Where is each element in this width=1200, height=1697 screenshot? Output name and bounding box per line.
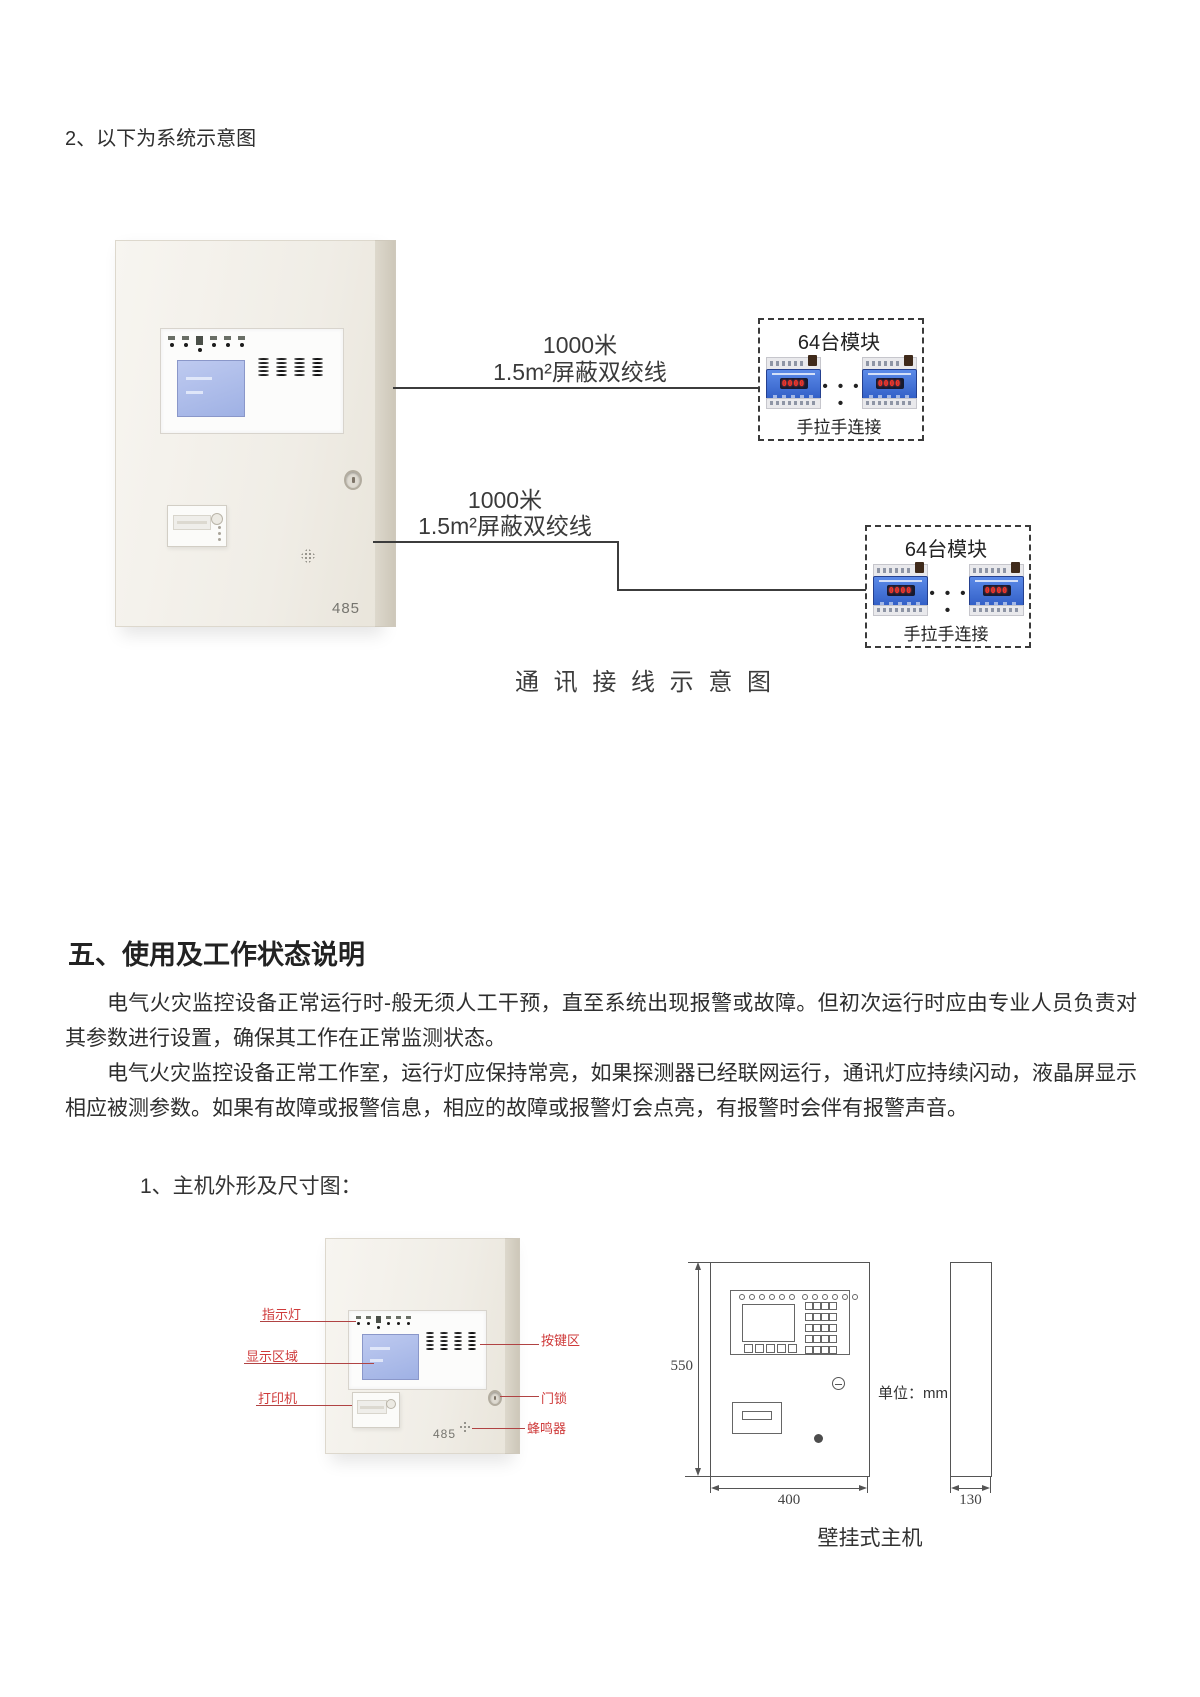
speaker-icon-small [459,1421,471,1433]
front-view-indicators [739,1294,858,1300]
module-group2-connection: 手拉手连接 [903,625,989,644]
front-view-keypad [805,1302,837,1354]
host-diagram-caption: 壁挂式主机 [817,1527,923,1550]
bus1-label: 1000米 1.5m²屏蔽双绞线 [455,332,705,386]
module-device: 0000 [766,355,821,409]
callout-line-indicator [260,1321,356,1322]
callout-line-buzzer [472,1428,525,1429]
panel-485-label-small: 485 [433,1427,457,1441]
ext-tick-side-right [990,1477,991,1493]
bus2-length: 1000米 [467,487,543,513]
indicator-lights [168,336,245,352]
dim-height-label: 550 [670,1358,694,1374]
module-device: 0000 [862,355,917,409]
module-group1-box [758,318,924,441]
ellipsis-dots: • • • • [822,378,862,412]
door-lock-icon-small [488,1390,502,1406]
front-view-lock-icon [832,1377,845,1390]
arrow-up-icon [695,1262,701,1270]
arrow-right-icon [859,1485,867,1491]
module-device: 0000 [969,562,1024,616]
front-view-lcd [742,1304,795,1342]
bus2-wire-v [617,541,619,591]
arrow-down-icon [695,1468,701,1476]
module-connector [1011,562,1020,573]
callout-door-lock: 门锁 [541,1391,568,1406]
printer-unit [167,505,227,547]
callout-indicator-light: 指示灯 [262,1307,302,1322]
callout-line-door-lock [500,1396,539,1397]
panel-485-label: 485 [332,600,361,617]
front-view-printer-slot [742,1411,772,1420]
module-group1-connection: 手拉手连接 [796,418,882,437]
printer-knob [210,513,223,526]
callout-line-display [244,1363,374,1364]
printer-unit-small [352,1392,400,1428]
module-group2-title: 64台模块 [904,539,988,561]
module-led-display: 0000 [982,585,1011,596]
bus2-cable: 1.5m²屏蔽双绞线 [418,513,592,539]
cabinet-side-edge-small [505,1238,520,1454]
ext-tick-right [867,1477,868,1493]
unit-label: 单位：mm [878,1385,948,1402]
arrow-left-icon [951,1485,959,1491]
bus2-wire-h1 [373,541,619,543]
module-connector [904,355,913,366]
cabinet-side-edge [375,240,396,627]
dim-line-400 [715,1488,863,1489]
ext-tick-side-left [950,1477,951,1493]
front-view-printer [732,1402,782,1434]
ext-tick-left [710,1477,711,1493]
dim-width-label: 400 [777,1492,801,1508]
callout-line-printer [256,1405,352,1406]
keypad [258,358,323,376]
callout-line-keypad [480,1344,539,1345]
dim-line-130 [955,1488,986,1489]
module-group1-title: 64台模块 [797,332,881,354]
bus1-cable: 1.5m²屏蔽双绞线 [493,359,667,385]
keypad-small [426,1332,476,1350]
module-device: 0000 [873,562,928,616]
door-lock-icon [344,470,362,490]
dim-line-550 [698,1268,699,1470]
ext-line-side [950,1476,991,1477]
section5-heading: 五、使用及工作状态说明 [68,940,365,970]
bus1-wire [393,387,758,389]
module-led-display: 0000 [875,378,904,389]
module-led-display: 0000 [886,585,915,596]
wiring-diagram-caption: 通 讯 接 线 示 意 图 [514,669,775,696]
module-group2-box [865,525,1031,648]
front-view-control-area [730,1290,850,1355]
arrow-right-icon [982,1485,990,1491]
module-connector [915,562,924,573]
item1-heading: 1、主机外形及尺寸图： [140,1175,362,1198]
front-view-buzzer-icon [814,1434,823,1443]
dim-depth-label: 130 [959,1492,982,1508]
lcd-screen [177,360,245,417]
printer-slot [172,514,211,531]
module-connector [808,355,817,366]
ext-line-bottom [685,1476,868,1477]
bus2-label: 1000米 1.5m²屏蔽双绞线 [390,487,620,539]
section5-para2: 电气火灾监控设备正常工作室，运行灯应保持常亮，如果探测器已经联网运行，通讯灯应持… [65,1062,1137,1120]
callout-buzzer: 蜂鸣器 [527,1421,567,1436]
lcd-screen-small [362,1334,419,1380]
arrow-left-icon [711,1485,719,1491]
section5-body: 电气火灾监控设备正常运行时-般无须人工干预，直至系统出现报警或故障。但初次运行时… [65,986,1137,1126]
section5-para1: 电气火灾监控设备正常运行时-般无须人工干预，直至系统出现报警或故障。但初次运行时… [65,992,1137,1050]
side-view-outline [950,1262,992,1477]
section2-heading: 2、以下为系统示意图 [65,128,257,150]
module-led-display: 0000 [779,378,808,389]
bus2-wire-h2 [617,589,866,591]
callout-printer: 打印机 [258,1391,298,1406]
bus1-length: 1000米 [542,332,618,358]
ellipsis-dots: • • • • [929,585,969,619]
callout-display-area: 显示区域 [246,1349,299,1364]
front-view-lcd-buttons [744,1344,797,1353]
indicator-lights-small [356,1316,411,1329]
speaker-icon [300,548,316,564]
callout-keypad: 按键区 [541,1333,581,1348]
